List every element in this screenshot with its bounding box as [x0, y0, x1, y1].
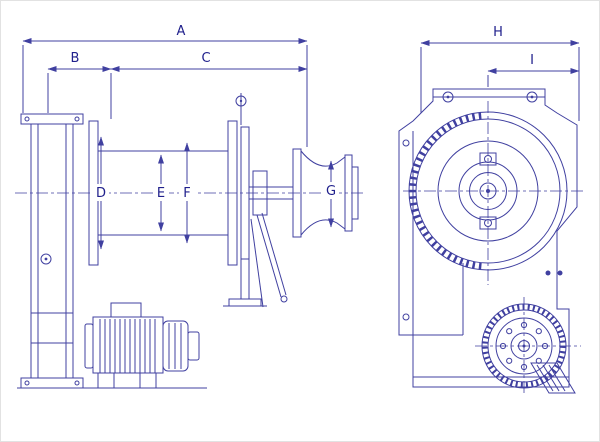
pinion-gear — [475, 297, 581, 395]
dimension-f: F — [179, 142, 195, 244]
dim-label-a: A — [177, 24, 186, 39]
motor-end-cap — [84, 323, 94, 369]
dimension-d: D — [93, 136, 109, 250]
support-leg — [223, 259, 267, 307]
warping-head — [292, 148, 359, 238]
brake-disc — [240, 126, 250, 260]
pinion-teeth — [482, 304, 566, 388]
dimension-i: I — [487, 53, 580, 87]
dim-label-i: I — [530, 53, 534, 68]
cable-drum — [88, 120, 250, 266]
plug-dot — [557, 270, 563, 276]
end-view: H I — [398, 25, 583, 395]
drum-flange-gear — [403, 101, 583, 285]
mount-bolt — [526, 91, 538, 103]
bracket-hole — [40, 253, 52, 265]
dimension-e: E — [153, 154, 169, 232]
frame-bracket — [17, 113, 207, 389]
dim-label-b: B — [71, 51, 80, 66]
mount-bolt — [442, 91, 454, 103]
dimension-a: A — [22, 24, 308, 147]
dim-label-f: F — [183, 186, 190, 201]
dim-label-e: E — [157, 186, 165, 201]
lever-knob — [280, 295, 288, 303]
keyway-block-bottom — [479, 216, 497, 230]
dim-label-h: H — [493, 25, 503, 40]
plug-dot — [545, 270, 551, 276]
motor-body — [92, 316, 164, 374]
dimension-h: H — [420, 25, 580, 121]
dim-label-d: D — [96, 186, 106, 201]
dimension-c: C — [110, 51, 308, 119]
drum-flange-right — [227, 120, 238, 266]
motor-foot — [97, 372, 115, 389]
hawse-chute — [530, 362, 576, 394]
dim-label-c: C — [201, 51, 210, 66]
terminal-box — [110, 302, 142, 318]
brake-lever — [250, 212, 288, 308]
electric-motor — [84, 302, 200, 389]
gear-teeth-ring — [409, 112, 482, 270]
dimension-g: G — [323, 160, 339, 228]
spooling-pointer — [235, 93, 247, 125]
keyway-block-top — [479, 152, 497, 166]
dimension-b: B — [47, 51, 112, 113]
shaft-pedestal — [249, 170, 293, 216]
motor-foot — [139, 372, 157, 389]
side-view: A B C — [15, 24, 363, 389]
dim-label-g: G — [326, 184, 336, 199]
